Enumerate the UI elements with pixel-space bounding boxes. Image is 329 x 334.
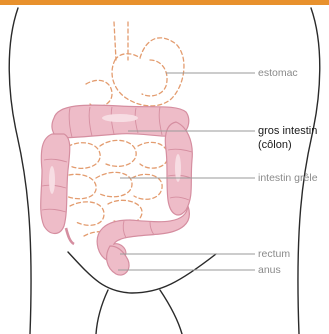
- small-intestine-loop-3: [138, 142, 168, 168]
- colon-ascending: [41, 134, 70, 234]
- stomach-body: [142, 60, 167, 96]
- small-intestine-loop-7: [70, 202, 104, 225]
- label-colon: (côlon): [258, 139, 292, 152]
- label-rectum: rectum: [258, 248, 290, 260]
- left-leg-inner: [96, 290, 108, 334]
- label-anus: anus: [258, 264, 281, 276]
- appendix: [66, 228, 74, 244]
- body-right-contour: [298, 8, 320, 334]
- label-estomac: estomac: [258, 67, 298, 79]
- small-intestine-loop-5: [96, 172, 132, 196]
- groin-curve: [68, 252, 216, 293]
- label-gros-intestin: gros intestin: [258, 125, 317, 138]
- duodenum: [86, 80, 112, 106]
- label-intestin-grele: intestin grêle: [258, 172, 318, 184]
- right-leg-inner: [160, 290, 182, 334]
- small-intestine-loop-2: [100, 140, 136, 166]
- body-left-contour: [9, 8, 31, 334]
